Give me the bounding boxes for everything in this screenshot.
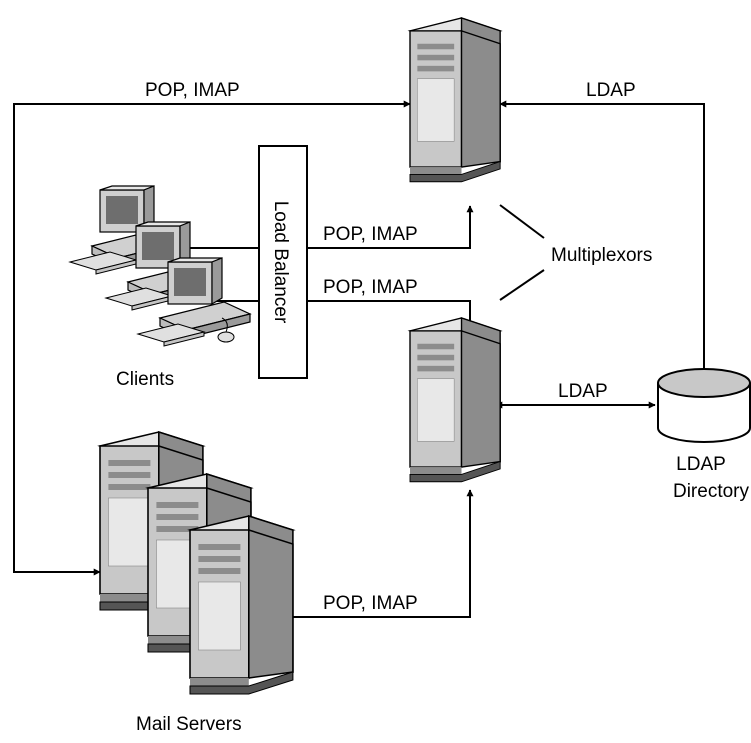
ldap-top-label: LDAP <box>586 80 636 101</box>
pop-imap-upper-connector <box>307 205 474 249</box>
ldap-directory-label-line2: Directory <box>673 481 750 502</box>
multiplexor-server-bottom-icon <box>409 317 501 483</box>
pop-imap-bottom-label: POP, IMAP <box>323 593 418 614</box>
ldap-middle-label: LDAP <box>558 381 608 402</box>
mail-server-3-icon <box>189 515 294 695</box>
pop-imap-lower-label: POP, IMAP <box>323 277 418 298</box>
multiplexors-label: Multiplexors <box>551 245 652 266</box>
mouse-icon <box>217 331 235 343</box>
ldap-top-connector <box>499 100 708 384</box>
pop-imap-upper-label: POP, IMAP <box>323 224 418 245</box>
ldap-directory-database-icon <box>657 368 751 443</box>
load-balancer-label: Load Balancer <box>270 201 291 324</box>
clients-label: Clients <box>116 369 174 390</box>
ldap-directory-label-line1: LDAP <box>676 454 726 475</box>
multiplexor-server-top-icon <box>409 17 501 183</box>
pop-imap-top-label: POP, IMAP <box>145 80 240 101</box>
multiplexors-pointer-bottom <box>499 269 545 301</box>
mail-servers-label: Mail Servers <box>136 714 242 735</box>
load-balancer-box <box>258 145 308 379</box>
multiplexors-pointer-top <box>499 204 545 239</box>
pop-imap-bottom-connector <box>275 489 474 621</box>
pop-imap-top-connector <box>13 100 411 576</box>
